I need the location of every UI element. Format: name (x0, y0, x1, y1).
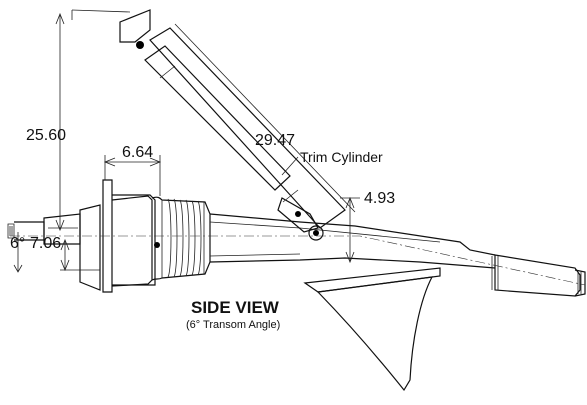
drive-leg (79, 195, 586, 297)
dim-4-93-label: 4.93 (364, 190, 395, 207)
dimension-4-93: 4.93 (340, 190, 395, 264)
dimension-6-64: 6.64 (103, 144, 162, 196)
shaft-centerline (10, 235, 586, 286)
skeg-fin (303, 267, 441, 392)
dim-6-64-label: 6.64 (122, 144, 153, 161)
dim-29-47-label: 29.47 (255, 132, 295, 149)
dimension-25-60: 25.60 (26, 9, 131, 232)
dim-25-60-label: 25.60 (26, 127, 66, 144)
transom-bracket (102, 179, 156, 293)
dimension-7-06: 7.06 (30, 235, 100, 272)
dim-7-06-label: 7.06 (30, 235, 61, 252)
angle-6-label: 6° (10, 235, 25, 252)
dimension-29-47: 29.47 (174, 23, 356, 213)
side-view-title: SIDE VIEW (191, 298, 280, 317)
input-shaft (7, 213, 81, 245)
side-view-subtitle: (6° Transom Angle) (186, 319, 280, 331)
angle-6-degree: 6° (10, 232, 25, 273)
trim-cylinder-label: Trim Cylinder (300, 149, 383, 165)
trim-cylinder (119, 9, 346, 241)
trim-cylinder-callout: Trim Cylinder (281, 149, 383, 176)
